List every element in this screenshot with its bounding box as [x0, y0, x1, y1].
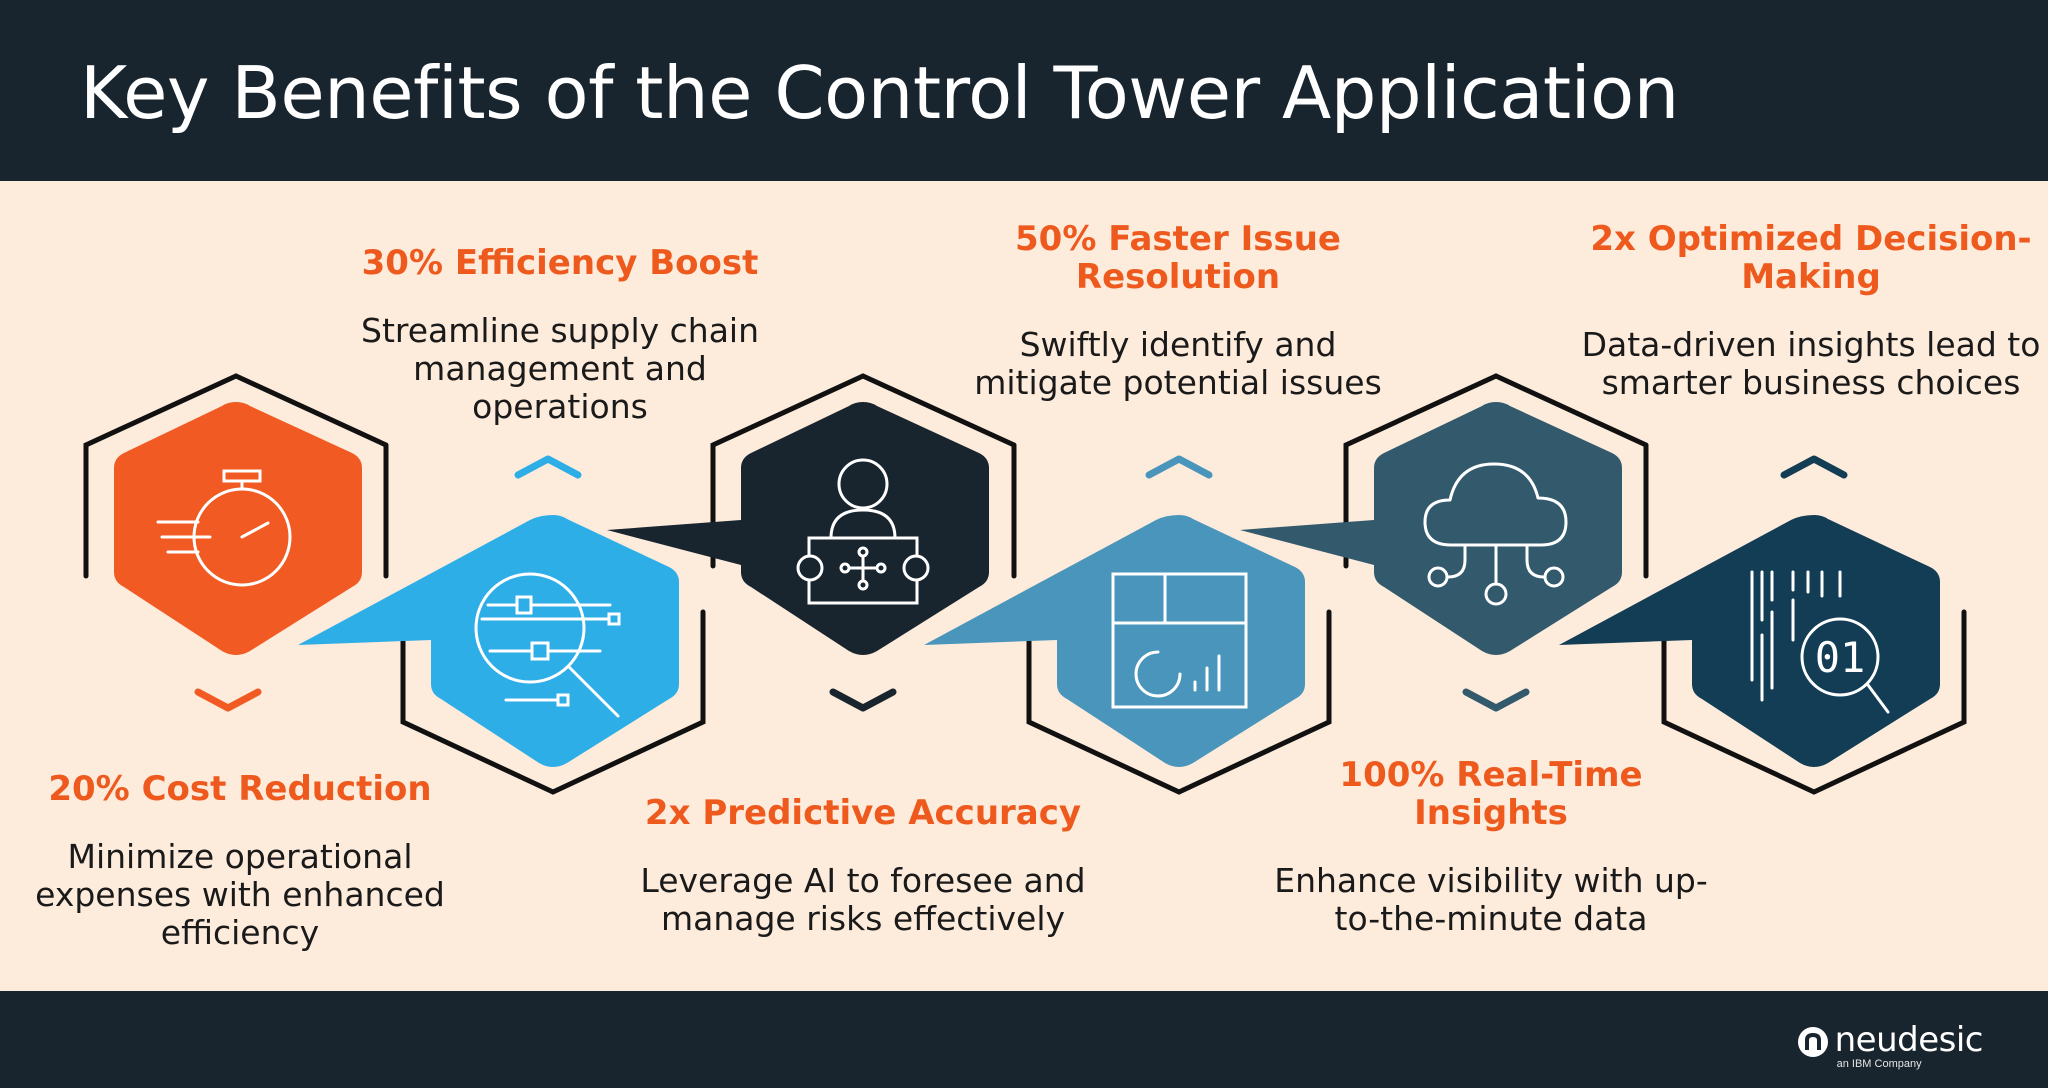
page-title: Key Benefits of the Control Tower Applic…: [80, 51, 1679, 135]
cloud-network-icon: [1423, 462, 1568, 606]
chevron-up-icon: [514, 455, 582, 479]
benefit-title: 2x Predictive Accuracy: [644, 793, 1082, 833]
benefit-description: Streamline supply chain management and o…: [361, 311, 759, 426]
hex-fill-6: [1559, 515, 1940, 767]
benefit-efficiency-boost: 30% Efficiency Boost Streamline supply c…: [330, 214, 790, 426]
dashboard-icon: [1111, 572, 1248, 709]
benefit-real-time-insights: 100% Real-Time Insights Enhance visibili…: [1261, 756, 1721, 938]
logo-wordmark: neudesic: [1834, 1020, 1984, 1060]
hex-fill-5: [1240, 402, 1622, 655]
benefit-description: Swiftly identify and mitigate potential …: [974, 325, 1382, 402]
benefit-title: 100% Real-Time Insights: [1339, 755, 1643, 833]
chevron-up-icon: [1780, 455, 1848, 479]
footer-bar: [0, 991, 2048, 1088]
chevron-down-icon: [194, 688, 262, 712]
svg-text:01: 01: [1815, 633, 1866, 682]
chevron-up-icon: [1145, 455, 1213, 479]
logo-mark-icon: [1797, 1027, 1828, 1057]
benefit-description: Data-driven insights lead to smarter bus…: [1581, 325, 2041, 402]
hex-fill-3: [607, 402, 989, 655]
benefit-title: 20% Cost Reduction: [48, 769, 432, 809]
benefit-title: 30% Efficiency Boost: [361, 243, 759, 283]
benefit-title: 50% Faster Issue Resolution: [1015, 219, 1341, 297]
person-network-icon: [796, 458, 930, 605]
hex-outline-1: [83, 373, 389, 579]
benefit-description: Enhance visibility with up-to-the-minute…: [1274, 861, 1708, 938]
magnifier-sliders-icon: [474, 572, 621, 718]
logo-subtitle: an IBM Company: [1836, 1058, 1922, 1070]
benefit-cost-reduction: 20% Cost Reduction Minimize operational …: [10, 732, 470, 952]
benefit-description: Leverage AI to foresee and manage risks …: [640, 861, 1086, 938]
chevron-down-icon: [829, 688, 897, 712]
header-bar: Key Benefits of the Control Tower Applic…: [0, 0, 2048, 181]
benefit-faster-resolution: 50% Faster Issue Resolution Swiftly iden…: [948, 220, 1408, 402]
hex-fill-1: [114, 402, 362, 655]
benefit-description: Minimize operational expenses with enhan…: [35, 837, 445, 952]
hex-outline-5: [1343, 373, 1649, 579]
binary-search-icon: 01: [1750, 570, 1890, 714]
hex-outline-3: [710, 373, 1017, 579]
hex-outline-4: [1026, 609, 1332, 795]
hex-outline-2: [400, 609, 706, 795]
benefit-title: 2x Optimized Decision-Making: [1590, 219, 2032, 297]
stopwatch-icon: [156, 469, 292, 587]
chevron-down-icon: [1462, 688, 1530, 712]
benefit-predictive-accuracy: 2x Predictive Accuracy Leverage AI to fo…: [633, 756, 1093, 938]
hex-fill-2: [298, 515, 679, 767]
company-logo: neudesic an IBM Company: [1797, 1020, 1984, 1070]
benefit-decision-making: 2x Optimized Decision-Making Data-driven…: [1581, 220, 2041, 402]
hex-outline-6: [1661, 609, 1967, 795]
